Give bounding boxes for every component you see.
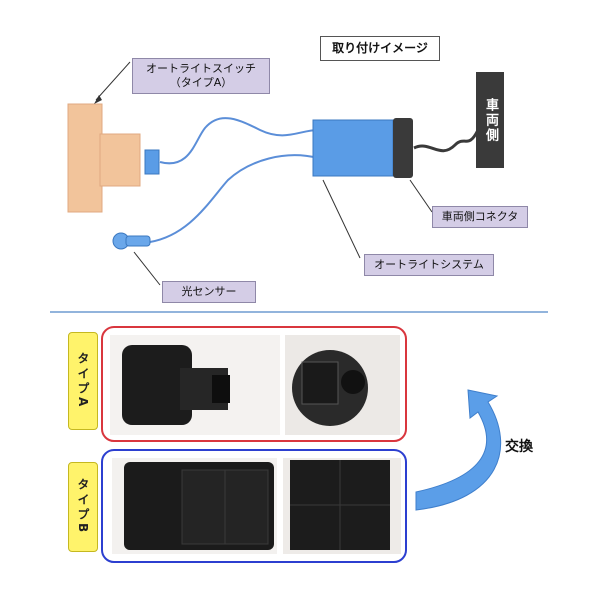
- connector-leader: [409, 179, 433, 213]
- sensor-cable: [149, 154, 319, 243]
- vehicle-cable: [413, 129, 480, 153]
- sensor-leader: [133, 251, 161, 286]
- type-b-photos: [112, 458, 401, 554]
- sensor-label: 光センサー: [162, 281, 256, 303]
- type-b-frame: [101, 449, 407, 563]
- switch-leader: [95, 61, 131, 101]
- auto-light-system-box: [312, 119, 394, 177]
- system-leader: [322, 179, 361, 259]
- system-label: オートライトシステム: [364, 254, 494, 276]
- switch-label-line2: （タイプA）: [169, 75, 233, 89]
- switch-label: オートライトスイッチ （タイプA）: [132, 58, 270, 94]
- exchange-label: 交換: [505, 439, 533, 455]
- switch-cable: [159, 117, 319, 165]
- auto-light-switch-shape: [67, 103, 141, 213]
- vehicle-connector-shape: [393, 118, 413, 178]
- type-b-tag: タイプB: [68, 462, 98, 552]
- connector-label: 車両側コネクタ: [432, 206, 528, 228]
- type-a-tag: タイプA: [68, 332, 98, 430]
- switch-label-line1: オートライトスイッチ: [146, 62, 256, 75]
- switch-plug: [144, 149, 160, 175]
- type-a-frame: [101, 326, 407, 442]
- exchange-arrow-icon: [415, 389, 502, 511]
- light-sensor-shape: [112, 232, 151, 250]
- vehicle-side-label: 車両側: [476, 72, 504, 168]
- type-a-photos: [110, 335, 400, 435]
- diagram-title: 取り付けイメージ: [320, 36, 440, 61]
